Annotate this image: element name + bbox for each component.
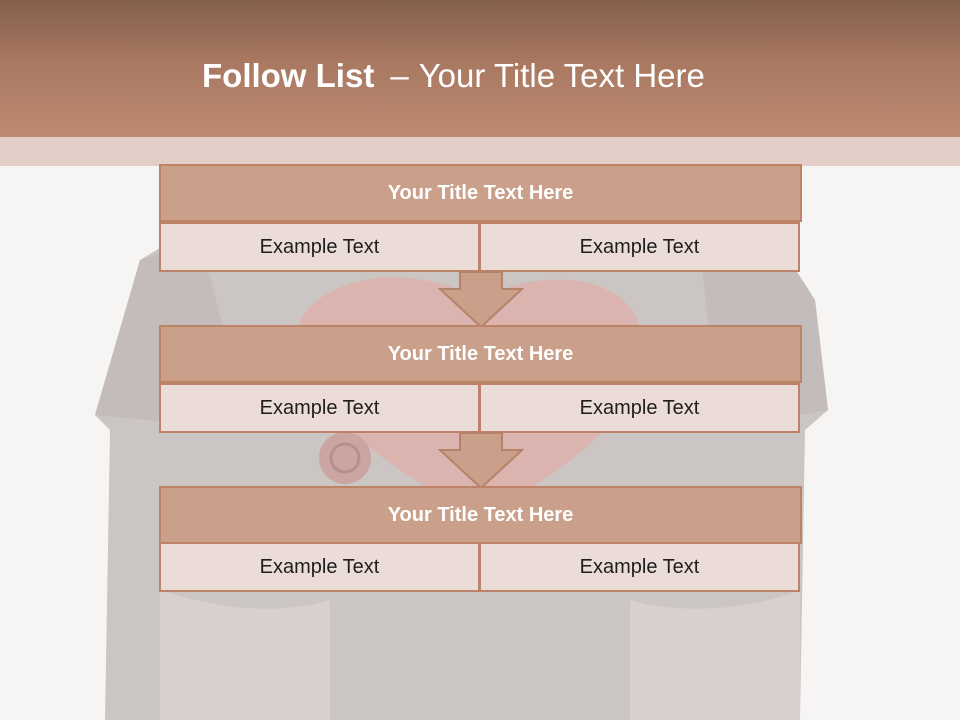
step-box-2: Your Title Text Here Example Text Exampl… bbox=[159, 325, 802, 433]
step-left-text: Example Text bbox=[159, 383, 480, 433]
header-band bbox=[0, 0, 960, 137]
down-arrow-icon bbox=[438, 271, 524, 329]
step-left-text: Example Text bbox=[159, 222, 480, 272]
down-arrow-icon bbox=[438, 432, 524, 490]
slide-title: Follow List–Your Title Text Here bbox=[202, 54, 705, 98]
slide-title-bold: Follow List bbox=[202, 57, 375, 94]
header-strip bbox=[0, 137, 960, 166]
step-box-3: Your Title Text Here Example Text Exampl… bbox=[159, 486, 802, 592]
step-right-text: Example Text bbox=[479, 222, 800, 272]
step-title: Your Title Text Here bbox=[159, 486, 802, 544]
step-right-text: Example Text bbox=[479, 383, 800, 433]
step-title: Your Title Text Here bbox=[159, 325, 802, 383]
step-right-text: Example Text bbox=[479, 542, 800, 592]
slide-title-separator: – bbox=[390, 57, 409, 94]
step-left-text: Example Text bbox=[159, 542, 480, 592]
step-box-1: Your Title Text Here Example Text Exampl… bbox=[159, 164, 802, 272]
slide-title-rest: Your Title Text Here bbox=[418, 57, 705, 94]
step-title: Your Title Text Here bbox=[159, 164, 802, 222]
